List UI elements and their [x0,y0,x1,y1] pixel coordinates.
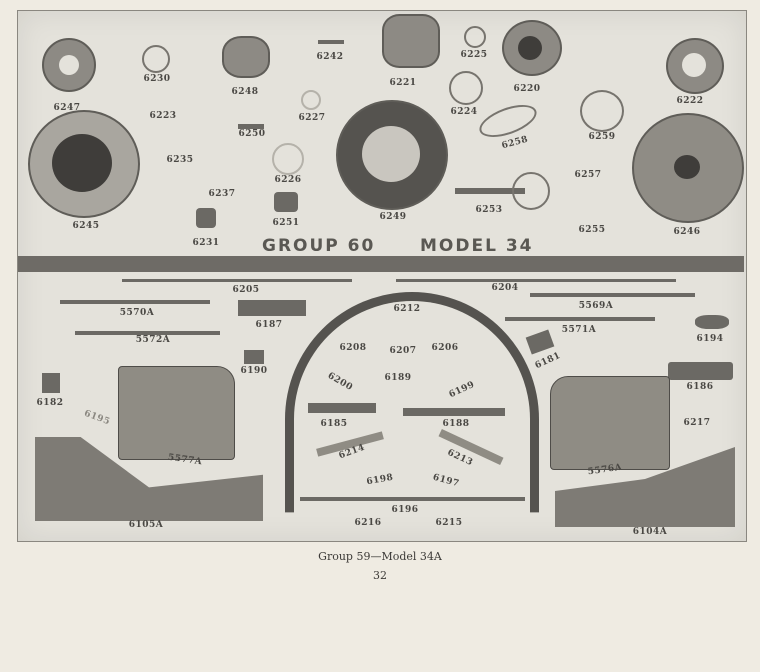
part-number: 6221 [389,78,417,88]
brake-drum-part-image [28,110,140,218]
part-number: 6255 [578,225,606,235]
part-number: 6217 [683,418,711,428]
block-part-image [668,362,733,380]
hub-cap-part-image [222,36,270,78]
part-number: 6185 [320,419,348,429]
part-number: 6187 [255,320,283,330]
part-number: 6205 [232,285,260,295]
ring-part-image [449,71,483,105]
brace-part-image [505,317,655,321]
brake-drum-part-image [336,100,448,210]
part-number: 6190 [240,366,268,376]
part-number: 6224 [450,107,478,117]
part-number: 6208 [339,343,367,353]
block-part-image [238,300,306,316]
block-part-image [244,350,264,364]
hinge-part-image [695,315,729,329]
part-number: 5570A [119,308,155,318]
part-number: 5571A [561,325,597,335]
bracket-part-image [455,188,525,194]
rod-part-image [396,279,676,282]
part-number: 6215 [435,518,463,528]
part-number: 6246 [673,227,701,237]
brace-part-image [60,300,210,304]
part-number: 6253 [475,205,503,215]
brace-part-image [75,331,220,335]
part-number: 6245 [72,221,100,231]
part-number: 6207 [389,346,417,356]
group-title: GROUP 60 [262,236,376,256]
part-number: 6194 [696,334,724,344]
divider-band [18,256,744,272]
figure-caption: Group 59—Model 34A [318,550,442,563]
part-number: 6206 [431,343,459,353]
part-number: 6225 [460,50,488,60]
bolt-part-image [238,124,264,129]
flange-part-image [42,38,96,92]
brace-part-image [530,293,695,297]
part-number: 5569A [578,301,614,311]
page-number: 32 [373,569,387,582]
part-number: 6204 [491,283,519,293]
ring-part-image [142,45,170,73]
part-number: 6182 [36,398,64,408]
part-number: 6247 [53,103,81,113]
part-number: 6242 [316,52,344,62]
bushing-part-image [196,208,216,228]
rod-part-image [300,497,525,501]
tool-box-part-image [550,376,670,470]
flange-part-image [666,38,724,94]
part-number: 6257 [574,170,602,180]
bolt-part-image [318,40,344,44]
band-part-image [580,90,624,132]
washer-part-image [464,26,486,48]
part-number: 6237 [208,189,236,199]
bracket-ring-part-image [512,172,550,210]
bushing-part-image [274,192,298,212]
tool-box-part-image [118,366,235,460]
part-number: 6227 [298,113,326,123]
strip-part-image [308,403,376,413]
part-number: 6220 [513,84,541,94]
rod-part-image [122,279,352,282]
part-number: 6230 [143,74,171,84]
part-number: 5572A [135,335,171,345]
ring-part-image [301,90,321,110]
part-number: 6188 [442,419,470,429]
clip-part-image [42,373,60,393]
part-number: 6235 [166,155,194,165]
model-title: MODEL 34 [420,236,534,256]
part-number: 6222 [676,96,704,106]
part-number: 6105A [128,520,164,530]
fender-part-image [285,292,539,513]
part-number: 6249 [379,212,407,222]
strip-part-image [403,408,505,416]
part-number: 6104A [632,527,668,537]
part-number: 6212 [393,304,421,314]
ring-part-image [272,143,304,175]
wheel-hub-part-image [502,20,562,76]
brake-drum-part-image [632,113,744,223]
sleeve-part-image [382,14,440,68]
part-number: 6231 [192,238,220,248]
part-number: 6189 [384,373,412,383]
part-number: 6223 [149,111,177,121]
part-number: 6259 [588,132,616,142]
part-number: 6186 [686,382,714,392]
part-number: 6226 [274,175,302,185]
part-number: 6216 [354,518,382,528]
part-number: 6250 [238,129,266,139]
part-number: 6196 [391,505,419,515]
part-number: 6251 [272,218,300,228]
part-number: 6248 [231,87,259,97]
